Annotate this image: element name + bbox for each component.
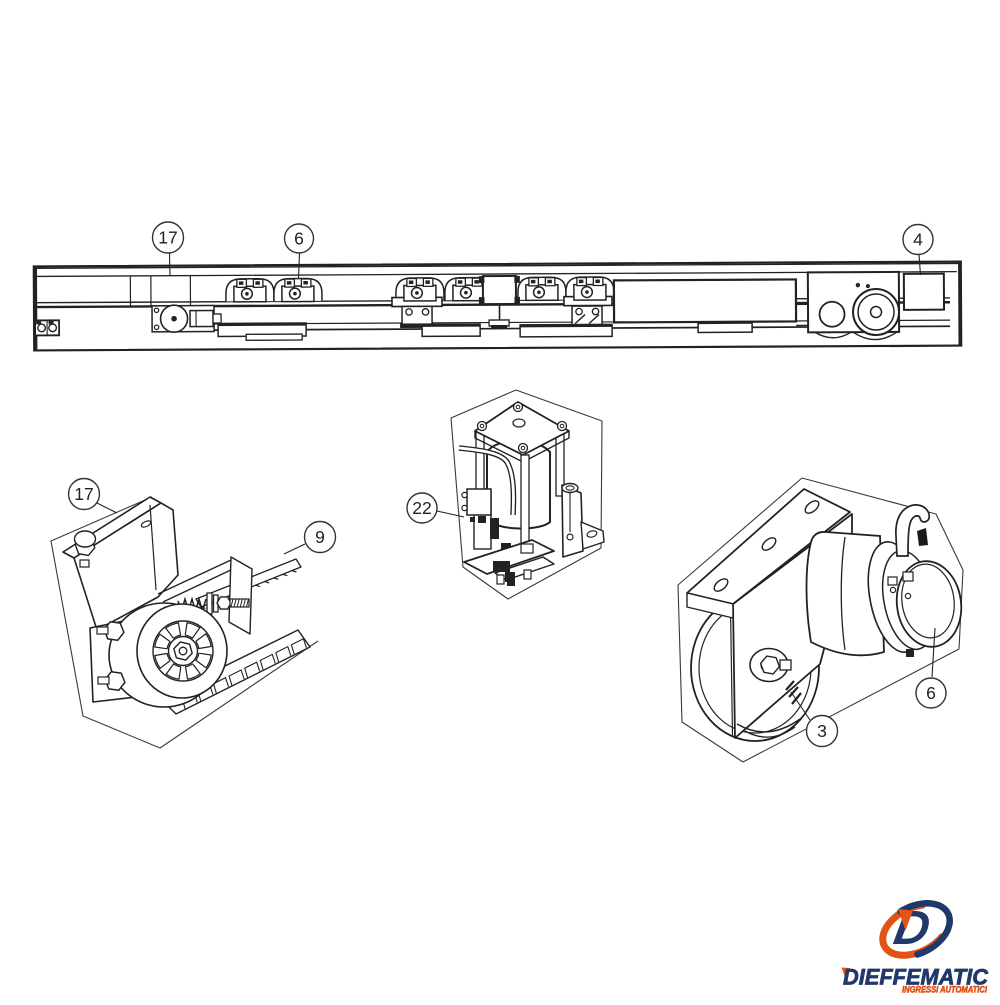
svg-text:17: 17: [158, 227, 177, 247]
svg-text:22: 22: [412, 498, 431, 518]
svg-text:3: 3: [817, 721, 827, 741]
svg-text:17: 17: [74, 484, 93, 504]
svg-text:INGRESSI AUTOMATICI: INGRESSI AUTOMATICI: [902, 985, 987, 995]
svg-text:6: 6: [294, 228, 304, 248]
svg-text:9: 9: [315, 527, 325, 547]
svg-text:6: 6: [926, 683, 936, 703]
svg-text:4: 4: [913, 229, 923, 249]
